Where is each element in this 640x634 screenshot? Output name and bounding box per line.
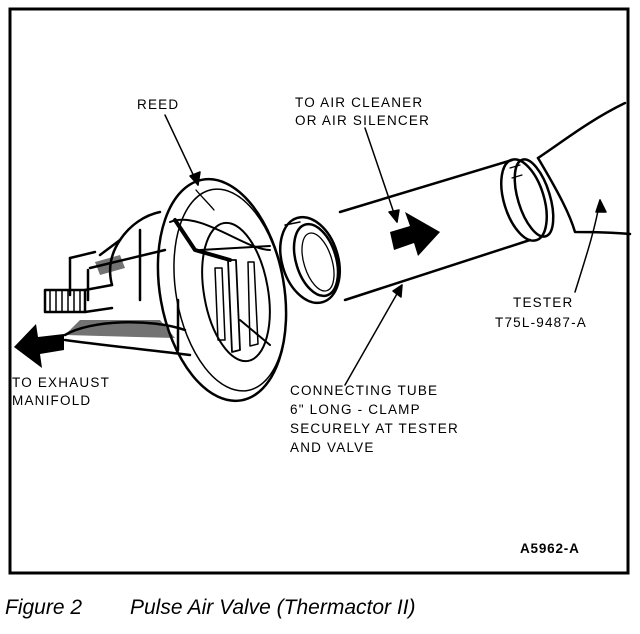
tube-label-line-4: AND VALVE bbox=[290, 440, 375, 455]
valve-plate bbox=[156, 177, 288, 403]
figure-frame bbox=[8, 7, 630, 575]
reed-leader bbox=[164, 114, 199, 186]
exhaust-flow-arrow bbox=[14, 324, 64, 368]
tester-label-line-1: TESTER bbox=[513, 295, 573, 310]
tube-label-line-2: 6" LONG - CLAMP bbox=[290, 402, 421, 417]
air-cleaner-flow-arrow bbox=[390, 212, 440, 256]
figure-code: A5962-A bbox=[520, 541, 580, 556]
leader-lines bbox=[164, 114, 607, 386]
tester-part-number: T75L-9487-A bbox=[495, 315, 587, 330]
tester-tube bbox=[338, 101, 632, 302]
reed-label: REED bbox=[137, 97, 179, 112]
connecting-tube bbox=[279, 215, 341, 305]
air-cleaner-label-line-1: TO AIR CLEANER bbox=[295, 95, 423, 110]
tube-label-line-1: CONNECTING TUBE bbox=[290, 383, 438, 398]
tester-leader bbox=[574, 199, 601, 293]
tube-leader bbox=[344, 284, 403, 386]
tube-label-line-3: SECURELY AT TESTER bbox=[290, 421, 459, 436]
figure-title: Pulse Air Valve (Thermactor II) bbox=[130, 596, 416, 619]
air-cleaner-label-line-2: OR AIR SILENCER bbox=[295, 113, 430, 128]
valve-body bbox=[43, 210, 192, 357]
figure-number: Figure 2 bbox=[5, 596, 82, 619]
exhaust-label-line-2: MANIFOLD bbox=[12, 393, 91, 408]
exhaust-label-line-1: TO EXHAUST bbox=[12, 375, 110, 390]
air-cleaner-leader bbox=[364, 127, 398, 223]
